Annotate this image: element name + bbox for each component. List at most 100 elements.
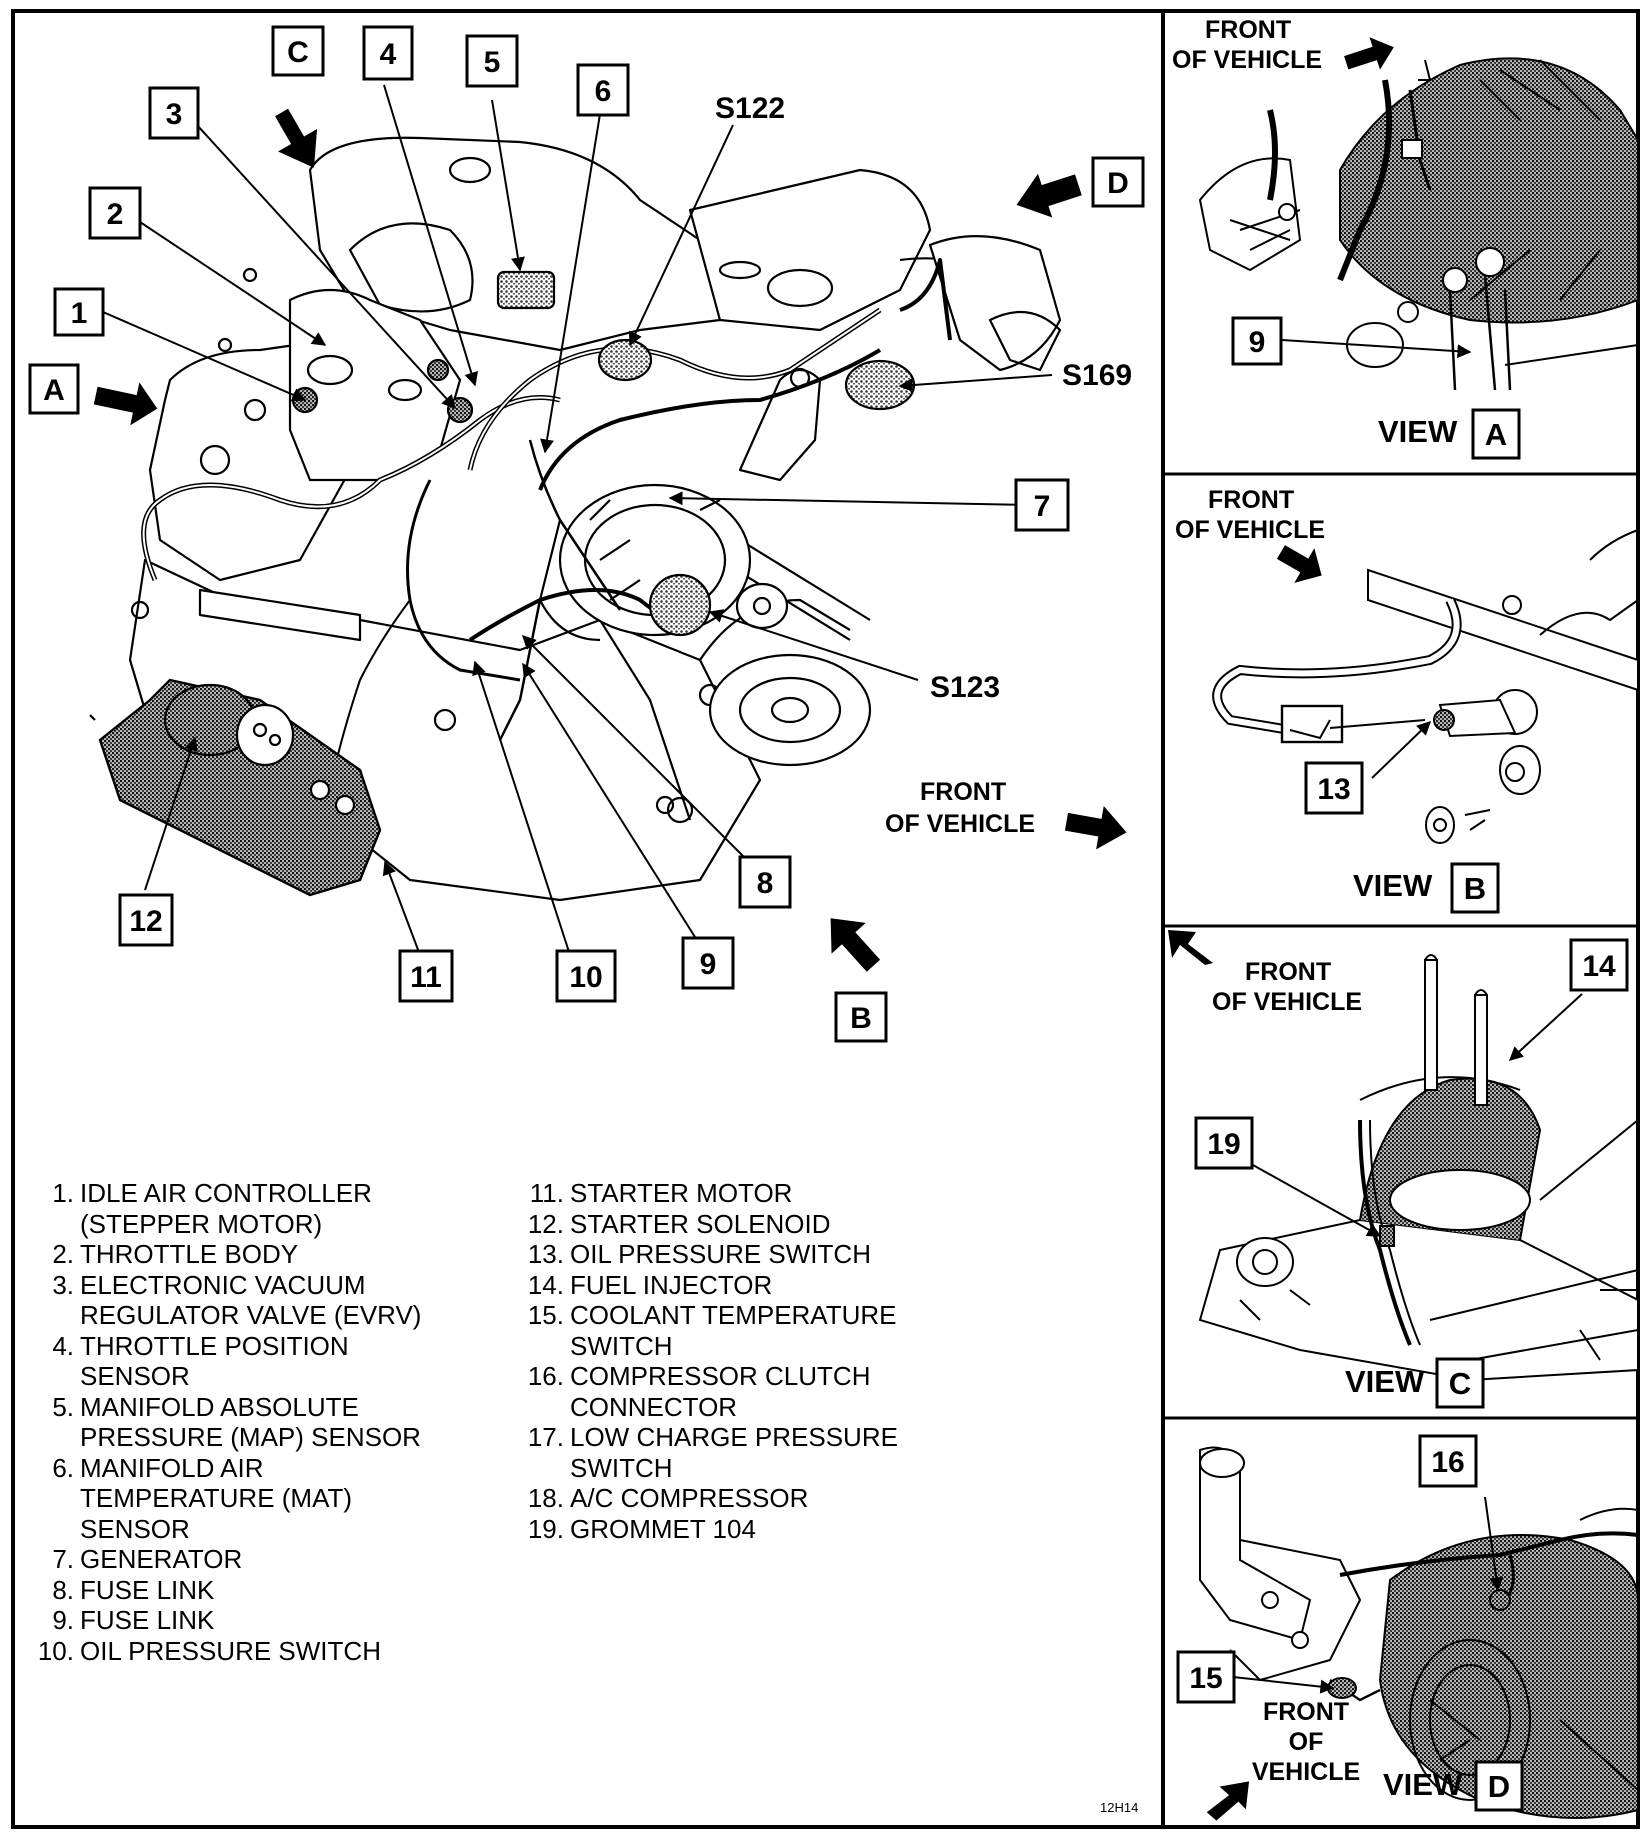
splice-s123: S123 [930, 671, 1000, 704]
callout-10: 10 [555, 949, 617, 1003]
callout-3: 3 [148, 86, 200, 140]
legend-item-18: 18.A/C COMPRESSOR [527, 1483, 809, 1513]
view-marker-b: B [834, 991, 888, 1043]
svg-text:FRONT: FRONT [1263, 1698, 1349, 1726]
main-callouts: 1 2 3 4 5 6 7 8 9 10 11 12 A B C D S122 … [28, 25, 1145, 1043]
legend-item-14: 14.FUEL INJECTOR [527, 1269, 773, 1300]
svg-text:VEHICLE: VEHICLE [1252, 1758, 1360, 1786]
svg-text:14: 14 [1582, 950, 1616, 983]
svg-text:7: 7 [1034, 490, 1051, 523]
legend-item-1: 1.IDLE AIR CONTROLLER (STEPPER MOTOR) [52, 1178, 372, 1239]
svg-text:FRONT: FRONT [1245, 958, 1331, 986]
splice-s169: S169 [1062, 359, 1132, 392]
svg-text:10: 10 [569, 961, 602, 994]
legend-left: 1.IDLE AIR CONTROLLER (STEPPER MOTOR) 2.… [34, 1178, 494, 1666]
legend-right: 11.STARTER MOTOR 12.STARTER SOLENOID 13.… [524, 1178, 984, 1544]
svg-text:1: 1 [71, 297, 88, 330]
svg-text:OF: OF [1289, 1728, 1324, 1756]
svg-text:B: B [850, 1002, 872, 1035]
view-c-caption: VIEW [1345, 1364, 1425, 1399]
legend-item-4: 4.THROTTLE POSITION SENSOR [52, 1330, 349, 1392]
svg-text:OF VEHICLE: OF VEHICLE [1212, 988, 1362, 1016]
view-a-callout-9: 9 [1231, 316, 1283, 366]
legend-item-9: 9.FUSE LINK [52, 1605, 215, 1635]
legend-item-13: 13.OIL PRESSURE SWITCH [527, 1239, 871, 1269]
svg-text:3: 3 [166, 98, 183, 131]
svg-text:A: A [43, 374, 65, 407]
callout-7: 7 [1014, 478, 1070, 532]
view-d-letter: D [1474, 1760, 1524, 1812]
svg-text:C: C [287, 36, 309, 69]
view-marker-a: A [28, 363, 80, 415]
callout-5: 5 [465, 34, 519, 88]
callout-11: 11 [398, 949, 454, 1003]
svg-text:C: C [1449, 1366, 1471, 1401]
legend-item-11: 11.STARTER MOTOR [529, 1178, 793, 1208]
callout-2: 2 [88, 186, 142, 240]
view-d-callout-16: 16 [1418, 1434, 1478, 1488]
view-d-callout-15: 15 [1176, 1650, 1236, 1704]
callout-9: 9 [681, 936, 735, 990]
view-arrows [93, 108, 1127, 972]
svg-text:D: D [1488, 1769, 1510, 1804]
view-c-panel: FRONT OF VEHICLE 14 19 VIEW C [1168, 930, 1639, 1409]
svg-text:6: 6 [595, 75, 612, 108]
view-c-letter: C [1435, 1357, 1485, 1409]
legend-item-7: 7.GENERATOR [52, 1544, 243, 1574]
legend-item-10: 10.OIL PRESSURE SWITCH [37, 1635, 381, 1666]
callout-12: 12 [118, 893, 174, 947]
svg-text:4: 4 [380, 38, 397, 71]
svg-text:OF VEHICLE: OF VEHICLE [1175, 516, 1325, 544]
view-b-panel: FRONT OF VEHICLE 13 VIEW B [1175, 486, 1639, 914]
callout-6: 6 [576, 63, 630, 117]
svg-text:B: B [1464, 871, 1486, 906]
legend-item-12: 12.STARTER SOLENOID [527, 1208, 831, 1239]
legend-item-19: 19.GROMMET 104 [527, 1513, 756, 1544]
view-d-panel: 16 15 FRONT OF VEHICLE VIEW D [1176, 1434, 1639, 1821]
main-front-of-vehicle-line2: OF VEHICLE [885, 810, 1035, 838]
view-b-callout-13: 13 [1304, 761, 1364, 815]
view-c-callout-14: 14 [1569, 938, 1629, 992]
view-a-panel: FRONT OF VEHICLE 9 VIEW A [1172, 16, 1639, 460]
view-marker-c: C [271, 25, 325, 77]
legend-item-2: 2.THROTTLE BODY [52, 1239, 299, 1269]
main-leader-lines [102, 84, 1053, 956]
legend-item-17: 17.LOW CHARGE PRESSURE SWITCH [527, 1422, 898, 1483]
svg-text:11: 11 [410, 961, 442, 994]
view-c-callout-19: 19 [1194, 1116, 1254, 1170]
view-a-caption: VIEW [1378, 414, 1458, 449]
main-front-of-vehicle-line1: FRONT [920, 778, 1006, 806]
svg-text:2: 2 [107, 198, 124, 231]
svg-text:9: 9 [1249, 326, 1266, 359]
svg-text:D: D [1107, 167, 1129, 200]
splice-s122: S122 [715, 92, 785, 125]
svg-text:19: 19 [1207, 1128, 1240, 1161]
svg-text:15: 15 [1189, 1662, 1222, 1695]
view-b-letter: B [1450, 862, 1500, 914]
callout-8: 8 [738, 855, 792, 909]
legend-item-8: 8.FUSE LINK [52, 1574, 215, 1605]
svg-text:12: 12 [129, 905, 162, 938]
outer-frame [11, 9, 1640, 1829]
svg-text:FRONT: FRONT [1205, 16, 1291, 44]
svg-text:5: 5 [484, 46, 501, 79]
legend-item-16: 16.COMPRESSOR CLUTCH CONNECTOR [527, 1361, 871, 1422]
svg-text:16: 16 [1431, 1446, 1464, 1479]
svg-text:9: 9 [700, 948, 717, 981]
view-marker-d: D [1091, 156, 1145, 208]
callout-1: 1 [53, 287, 105, 337]
legend-item-3: 3.ELECTRONIC VACUUM REGULATOR VALVE (EVR… [52, 1269, 422, 1331]
legend-item-5: 5.MANIFOLD ABSOLUTE PRESSURE (MAP) SENSO… [52, 1391, 421, 1453]
view-d-caption: VIEW [1383, 1767, 1463, 1802]
callout-4: 4 [362, 25, 414, 81]
legend-item-6: 6.MANIFOLD AIR TEMPERATURE (MAT) SENSOR [52, 1452, 353, 1544]
view-b-caption: VIEW [1353, 868, 1433, 903]
svg-text:OF VEHICLE: OF VEHICLE [1172, 46, 1322, 74]
svg-text:13: 13 [1317, 773, 1350, 806]
engine-illustration [89, 136, 1062, 902]
legend-item-15: 15.COOLANT TEMPERATURE SWITCH [527, 1300, 897, 1361]
svg-text:A: A [1485, 417, 1507, 452]
svg-text:8: 8 [757, 867, 774, 900]
view-a-letter: A [1471, 408, 1521, 460]
